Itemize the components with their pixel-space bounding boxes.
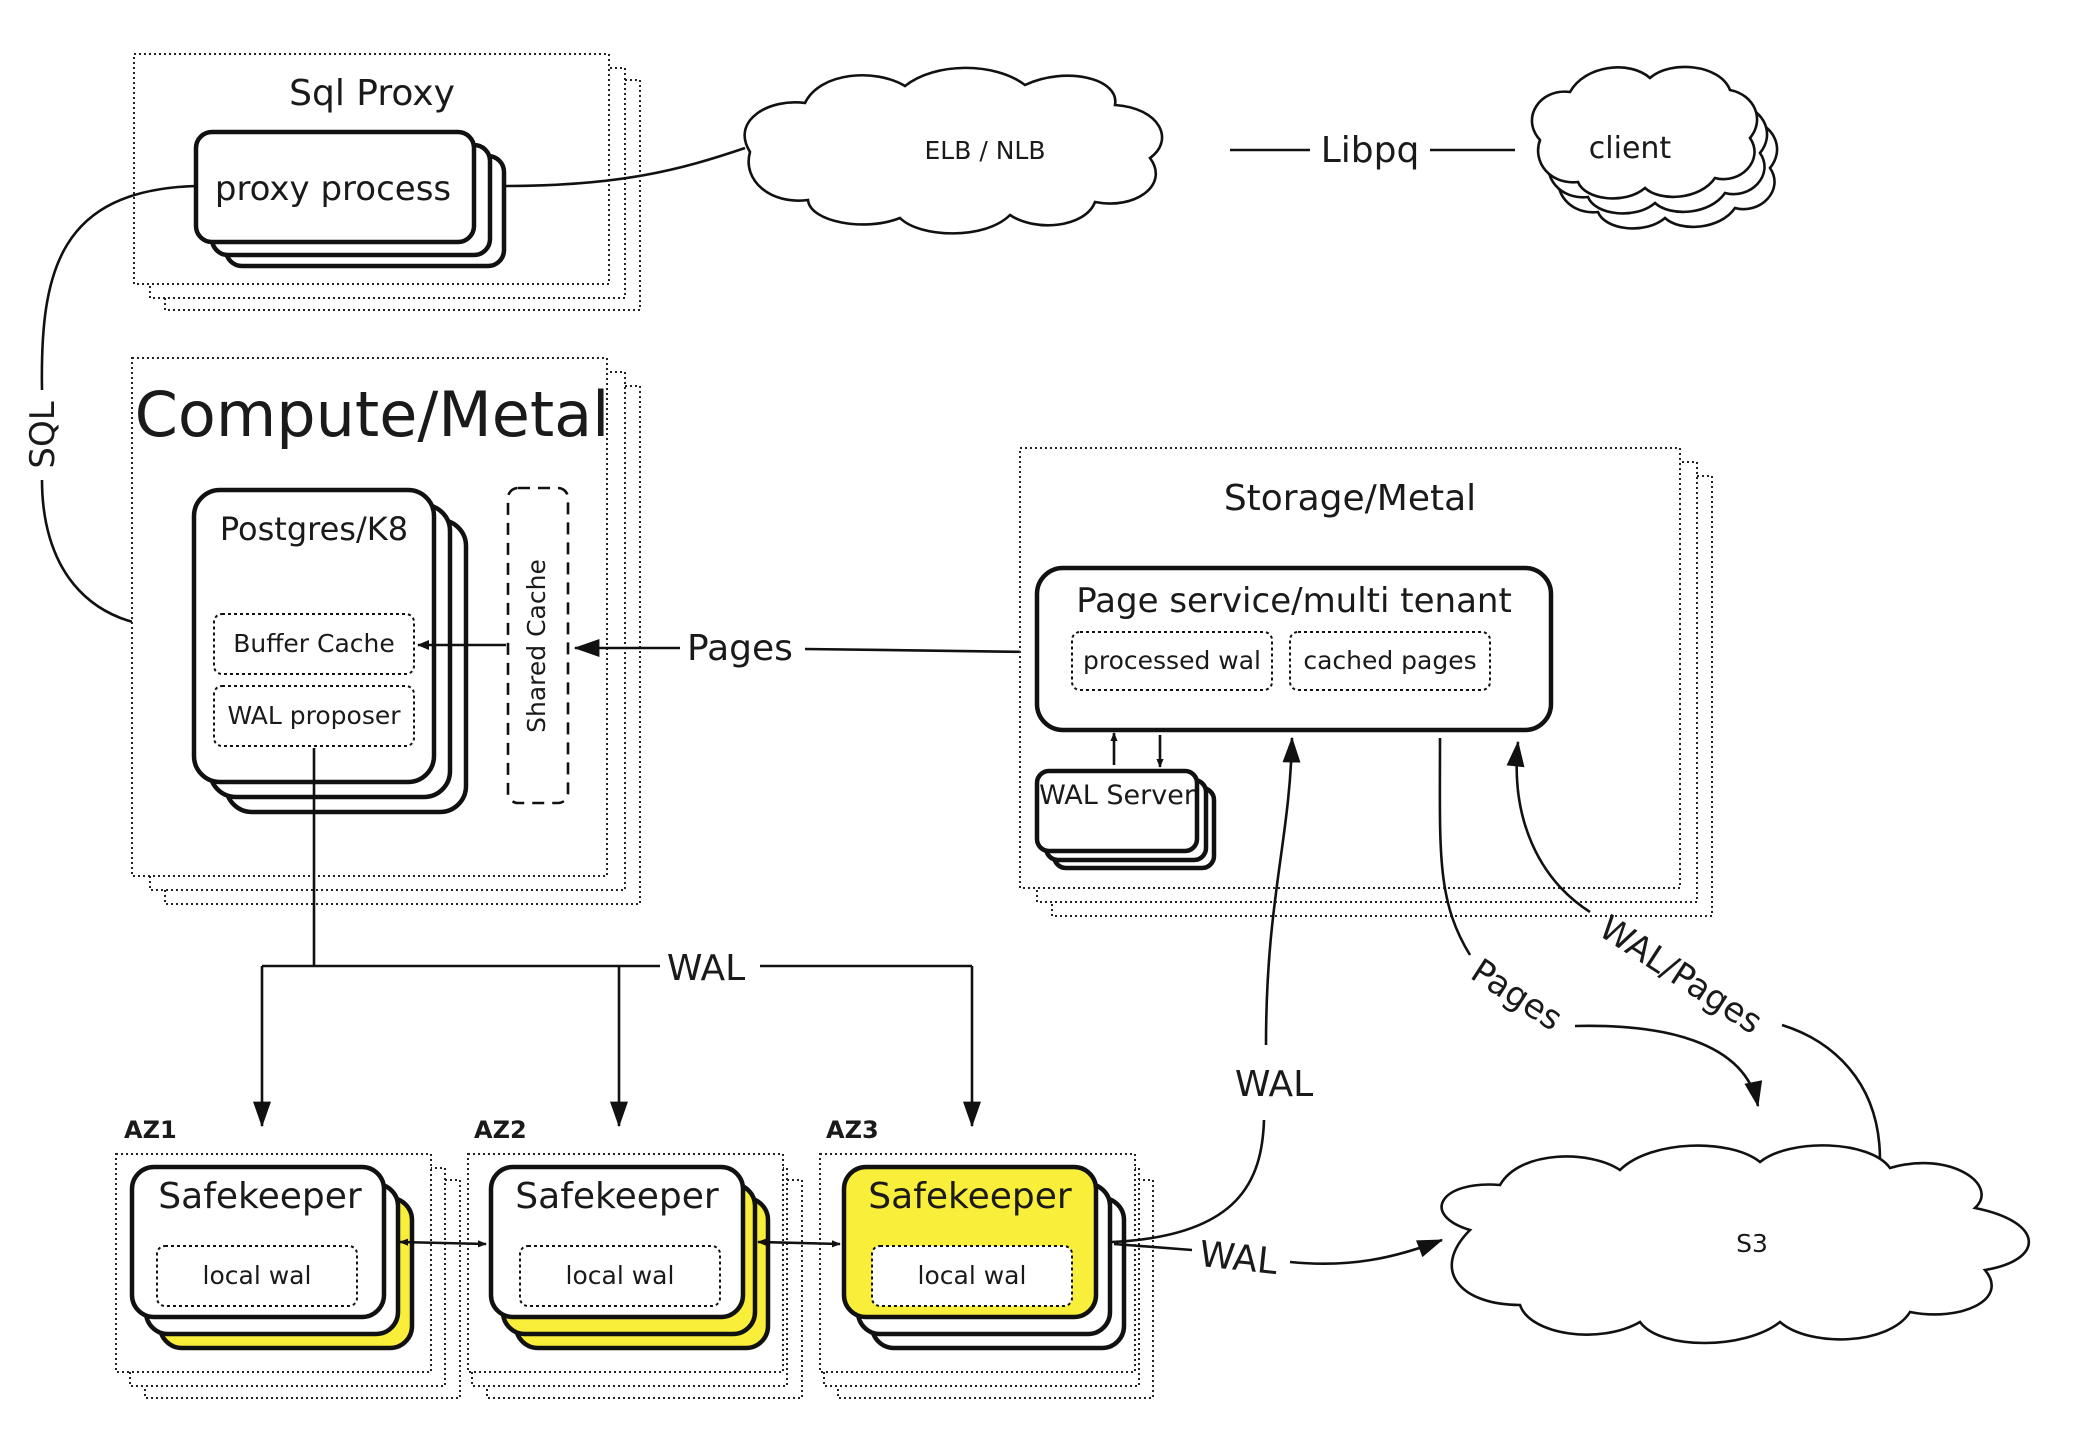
storage-metal-group: Storage/Metal Page service/multi tenant … [1019,447,1713,917]
compute-title: Compute/Metal [135,378,610,451]
az3-to-pageservice-upper [1264,736,1301,1046]
processed-wal-label: processed wal [1083,646,1261,675]
safekeeper-title-az2: Safekeeper [515,1176,719,1217]
storage-title: Storage/Metal [1224,478,1476,519]
postgres-label: Postgres/K8 [220,510,408,548]
local-wal-label-az1: local wal [203,1261,312,1290]
proxy-process-label: proxy process [215,169,451,209]
walpages-to-service-lower [1781,1023,1882,1161]
wal-to-pageservice-label: WAL [1235,1064,1313,1105]
proxy-elb-link [503,146,746,188]
compute-metal-group: Compute/Metal Postgres/K8 Buffer Cache W… [131,357,641,905]
local-wal-label-az2: local wal [566,1261,675,1290]
pages-to-s3-lower [1574,1024,1763,1108]
shared-cache-box [506,486,570,805]
cached-pages-box [1289,631,1491,691]
wal-server-box [1034,768,1200,854]
page-service-label: Page service/multi tenant [1076,581,1512,621]
cached-pages-label: cached pages [1303,646,1476,675]
az3-label: AZ3 [826,1116,879,1144]
safekeeper-title-az3: Safekeeper [868,1176,1072,1217]
az1-label: AZ1 [124,1116,177,1144]
client-cloud-stack: client [1530,65,1779,230]
client-label: client [1589,131,1672,166]
local-wal-box-az2 [519,1245,721,1307]
s3-label: S3 [1736,1229,1768,1258]
elb-cloud: ELB / NLB [743,66,1164,235]
wal-proposer-label: WAL proposer [227,701,401,730]
pages-link-right [804,647,1036,654]
s3-cloud: S3 [1440,1144,2031,1345]
az3-to-pageservice-lower [1111,1119,1266,1244]
wal-label: WAL [667,948,745,989]
buffer-cache-box [213,613,415,675]
az3-to-s3-right [1289,1238,1444,1265]
local-wal-label-az3: local wal [918,1261,1027,1290]
libpq-label: Libpq [1321,130,1420,171]
local-wal-box-az3 [871,1245,1073,1307]
processed-wal-box [1071,631,1273,691]
elb-label: ELB / NLB [925,136,1046,165]
buffer-cache-label: Buffer Cache [233,629,395,658]
pages-label: Pages [687,628,793,669]
shared-cache-label: Shared Cache [522,559,551,733]
az2-label: AZ2 [474,1116,527,1144]
sql-link-top [40,184,197,391]
az3-to-s3-left [1113,1242,1193,1252]
pages-to-s3-upper [1438,737,1472,956]
sql-proxy-title: Sql Proxy [289,73,455,114]
az1-az2-sync-arrow [399,1238,487,1248]
safekeeper-title-az1: Safekeeper [158,1176,362,1217]
local-wal-box-az1 [156,1245,358,1307]
wal-proposer-box [213,685,415,747]
sql-label: SQL [23,401,63,468]
s3-pages-label: Pages [1464,951,1570,1039]
az2-az3-sync-arrow [757,1238,841,1248]
wal-server-label: WAL Server [1039,780,1196,811]
safekeeper-az2: AZ2 Safekeeper local wal [467,1116,803,1399]
walpages-to-service-upper [1506,740,1591,914]
safekeeper-az1: AZ1 Safekeeper local wal [115,1116,461,1399]
safekeeper-az3: AZ3 Safekeeper local wal [819,1116,1154,1399]
wal-to-s3-label: WAL [1197,1234,1279,1283]
sql-proxy-group: Sql Proxy proxy process [133,53,641,311]
s3-walpages-label: WAL/Pages [1592,908,1769,1043]
